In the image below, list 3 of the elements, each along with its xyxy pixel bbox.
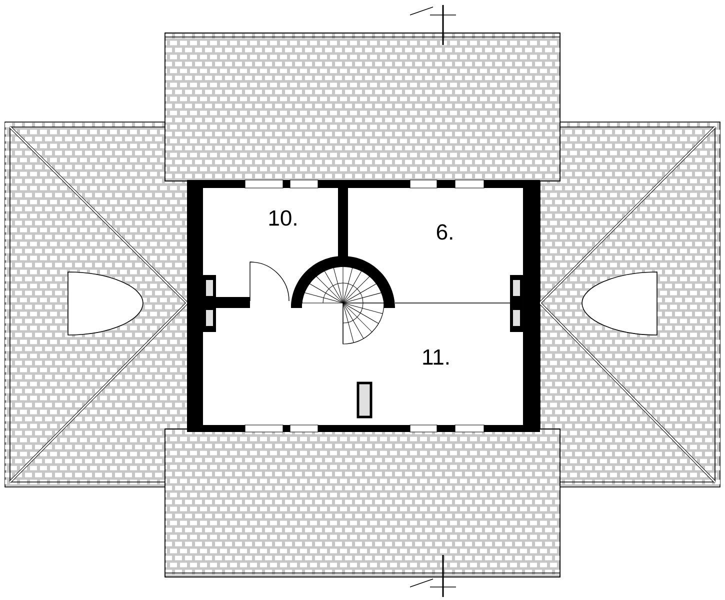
room-number: 6. (436, 224, 452, 240)
room-number: 10. (269, 210, 296, 226)
room-number: 11. (423, 349, 448, 365)
